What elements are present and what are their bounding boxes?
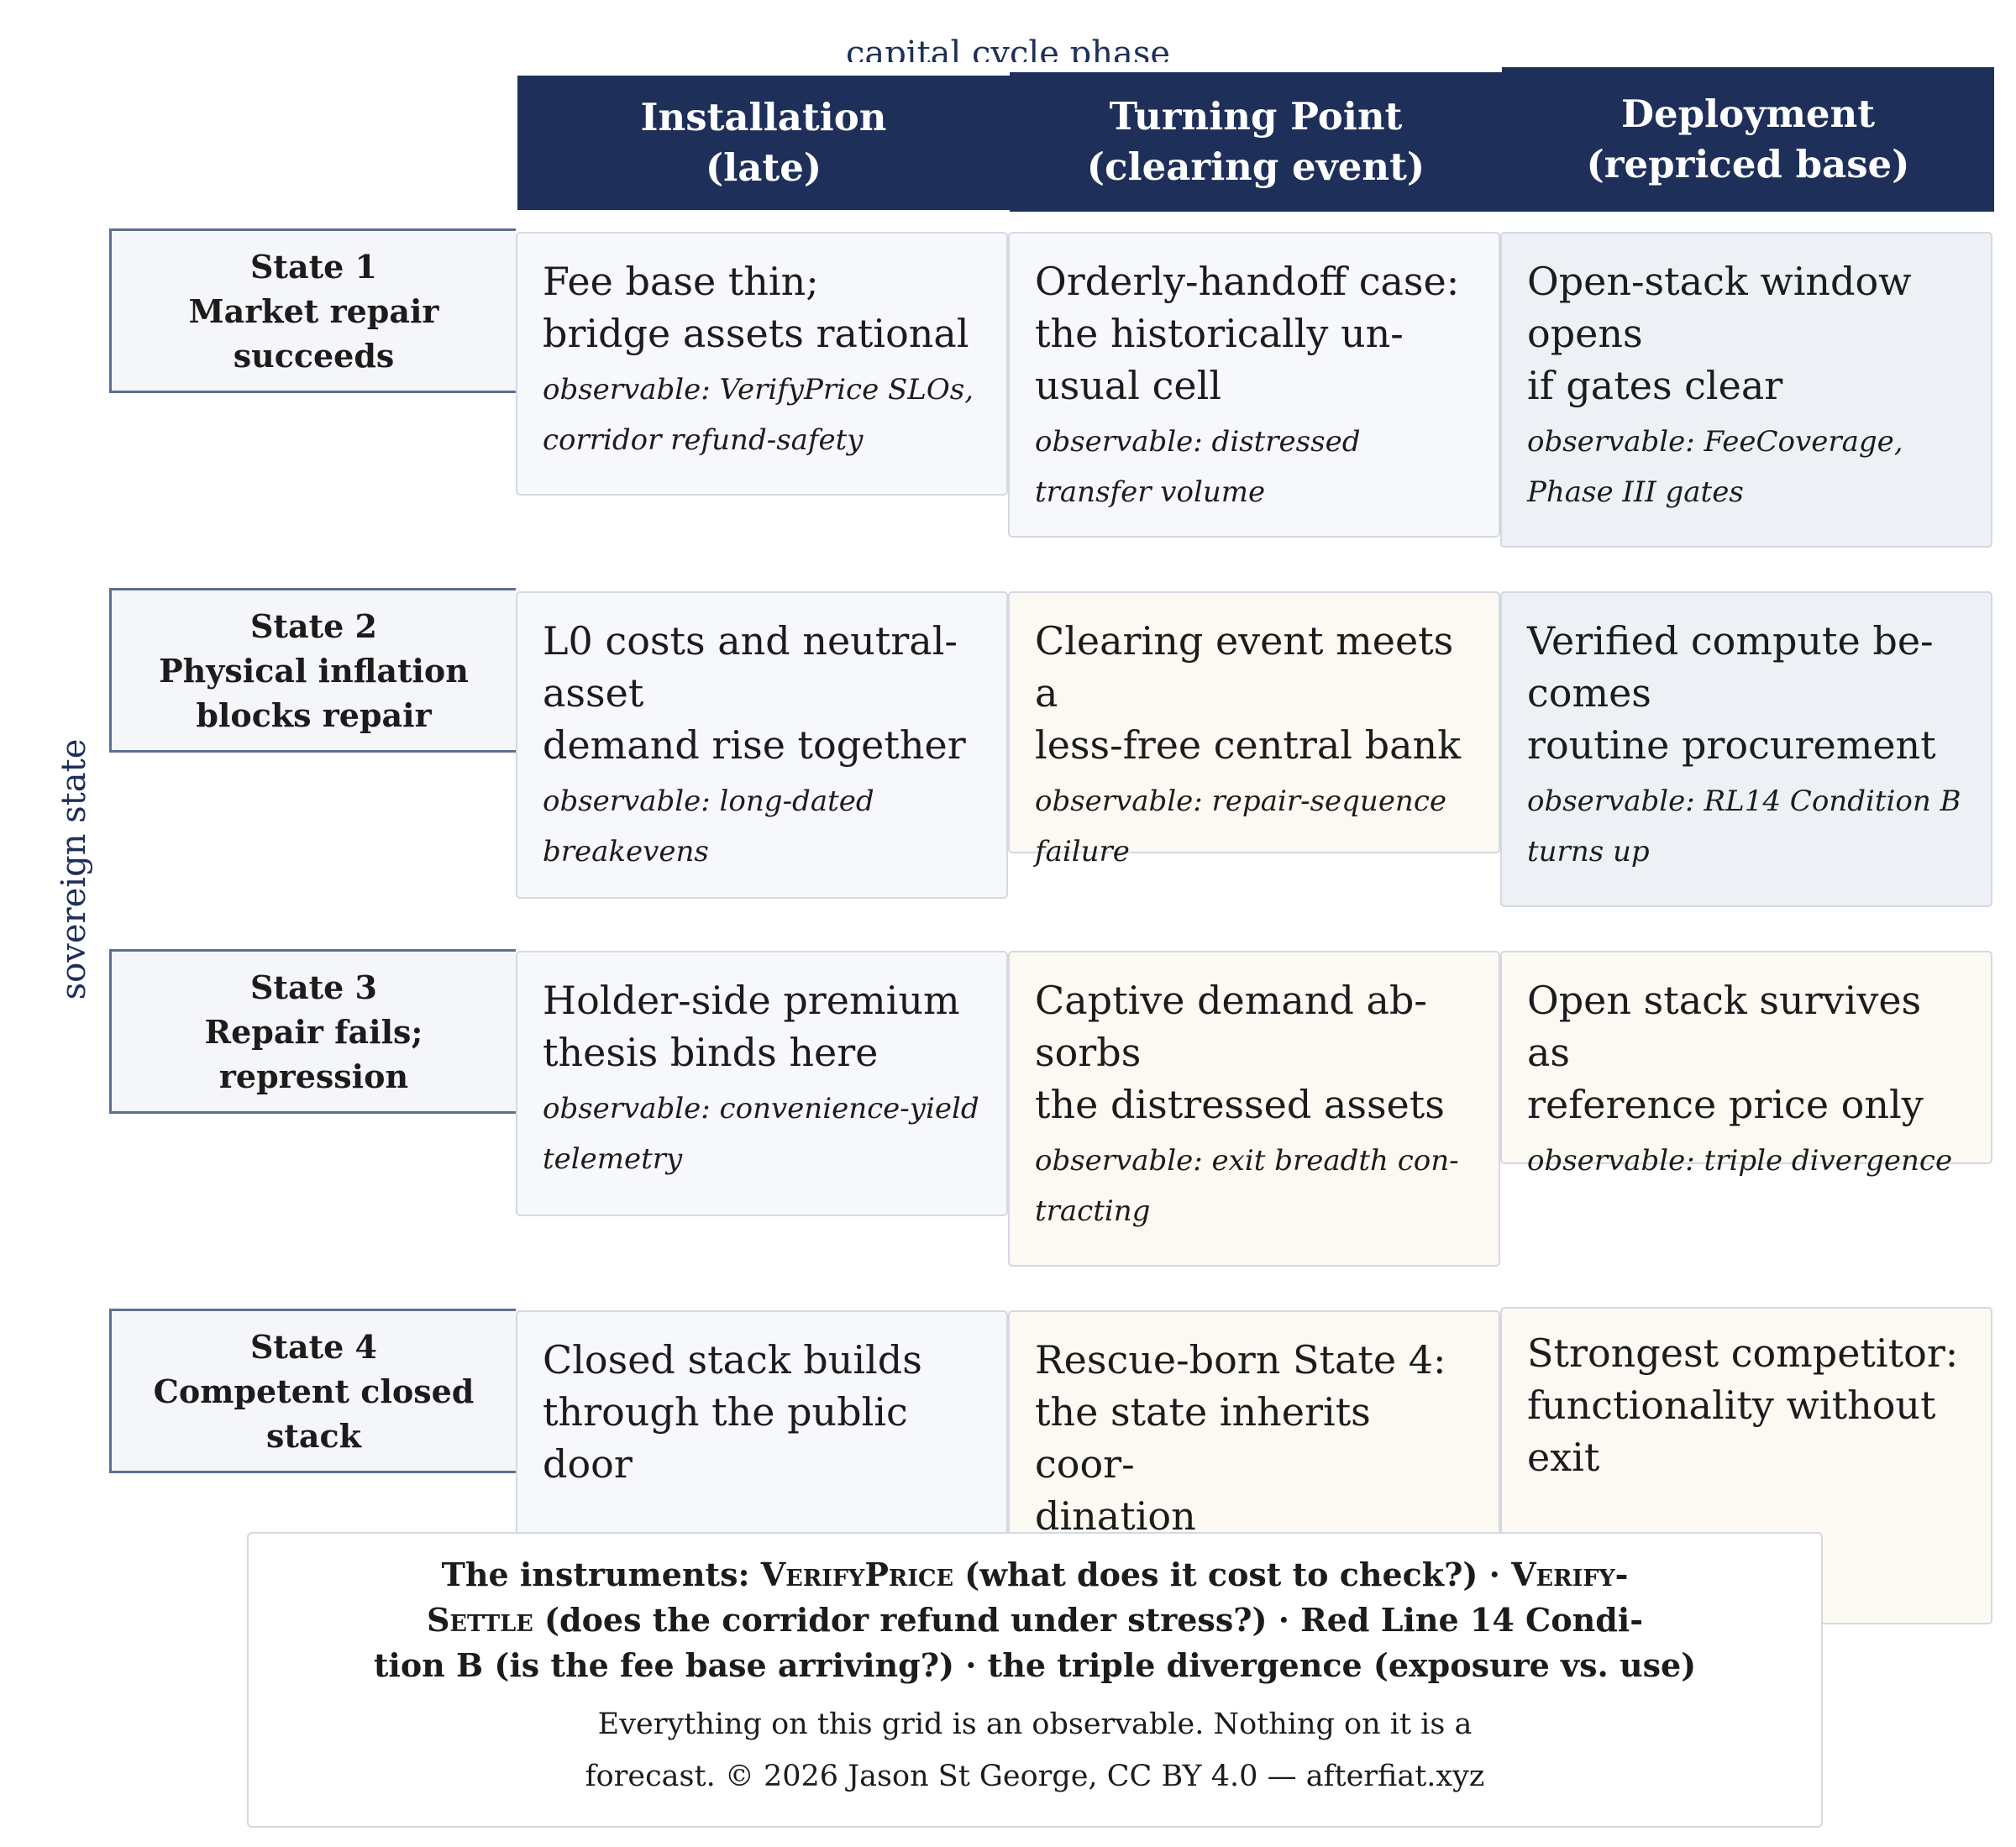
cell-title: Holder-side premium thesis binds here — [543, 978, 960, 1075]
cell-state2-turning-point: Clearing event meets a less-free central… — [1008, 591, 1500, 868]
cell-observable: observable: FeeCoverage, Phase III gates — [1527, 425, 1903, 509]
row-header-line1: State 2 — [249, 606, 378, 645]
cell-state3-turning-point: Captive demand ab- sorbs the distressed … — [1008, 951, 1500, 1267]
column-header-line2: (repriced base) — [1586, 142, 1910, 186]
cell-title: L0 costs and neutral- asset demand rise … — [543, 618, 966, 768]
instruments-legend: The instruments: VerifyPrice (what does … — [247, 1532, 1823, 1828]
cell-state2-deployment: Verified compute be- comes routine procu… — [1500, 591, 1992, 907]
column-header-line2: (late) — [705, 145, 822, 190]
row-header-line2: Market repair — [188, 291, 439, 330]
instruments-line-3: tion B (is the fee base arriving?) · the… — [373, 1646, 1697, 1684]
column-axis-title: capital cycle phase — [845, 34, 1171, 62]
cell-observable: observable: triple divergence — [1527, 1144, 1953, 1178]
cell-observable: observable: repair-sequence failure — [1035, 784, 1446, 868]
cell-title: Open stack survives as reference price o… — [1527, 978, 1924, 1127]
cell-state1-turning-point: Orderly-handoff case: the historically u… — [1008, 232, 1500, 538]
cell-observable: observable: distressed transfer volume — [1035, 425, 1361, 509]
cell-title: Strongest competitor: functionality with… — [1527, 1330, 1959, 1480]
cell-title: Orderly-handoff case: the historically u… — [1035, 259, 1460, 408]
verifyprice-term: VerifyPrice — [760, 1556, 954, 1593]
cell-observable: observable: long-dated breakevens — [543, 784, 874, 868]
row-header-state-3: State 3 Repair fails; repression — [109, 949, 516, 1114]
grid-note-line-1: Everything on this grid is an observable… — [597, 1708, 1473, 1741]
row-header-line1: State 3 — [249, 968, 378, 1006]
cell-observable: observable: VerifyPrice SLOs, corridor r… — [543, 373, 974, 457]
column-header-installation: Installation (late) — [517, 76, 1010, 210]
row-header-line3: succeeds — [233, 336, 395, 375]
column-header-deployment: Deployment (repriced base) — [1502, 67, 1994, 212]
row-header-line1: State 4 — [249, 1327, 378, 1366]
copyright-line: forecast. © 2026 Jason St George, CC BY … — [585, 1760, 1485, 1793]
cell-title: Verified compute be- comes routine procu… — [1527, 618, 1936, 768]
row-header-state-2: State 2 Physical inflation blocks repair — [109, 588, 516, 753]
row-header-line2: Competent closed — [153, 1372, 475, 1410]
instruments-label: The instruments: — [441, 1556, 761, 1593]
cell-state1-installation: Fee base thin; bridge assets rational ob… — [516, 232, 1008, 496]
row-header-line1: State 1 — [249, 247, 378, 286]
grid-note: Everything on this grid is an observable… — [249, 1698, 1821, 1802]
cell-observable: observable: convenience-yield telemetry — [543, 1092, 979, 1176]
cell-state3-installation: Holder-side premium thesis binds here ob… — [516, 951, 1008, 1216]
row-header-state-1: State 1 Market repair succeeds — [109, 228, 516, 393]
column-header-line1: Turning Point — [1109, 94, 1403, 139]
cell-state2-installation: L0 costs and neutral- asset demand rise … — [516, 591, 1008, 899]
cell-title: Fee base thin; bridge assets rational — [543, 259, 969, 356]
row-header-line3: repression — [218, 1057, 409, 1095]
cell-observable: observable: exit breadth con-tracting — [1035, 1144, 1459, 1228]
column-header-turning-point: Turning Point (clearing event) — [1010, 72, 1502, 212]
instruments-text: (does the corridor refund under stress?)… — [533, 1601, 1644, 1639]
instruments-text: (what does it cost to check?) · — [953, 1556, 1512, 1593]
instruments-line-2: Settle (does the corridor refund under s… — [249, 1598, 1821, 1643]
column-header-line1: Deployment — [1620, 92, 1876, 136]
cell-state4-installation: Closed stack builds through the public d… — [516, 1310, 1008, 1554]
verifysettle-term: Settle — [426, 1601, 533, 1639]
row-header-line3: blocks repair — [196, 695, 432, 734]
row-header-state-4: State 4 Competent closed stack — [109, 1309, 516, 1473]
cell-title: Clearing event meets a less-free central… — [1035, 618, 1461, 768]
cell-state4-turning-point: Rescue-born State 4: the state inherits … — [1008, 1310, 1500, 1554]
cell-observable: observable: RL14 Condition B turns up — [1527, 784, 1961, 868]
cell-title: Closed stack builds through the public d… — [543, 1337, 922, 1487]
cell-title: Open-stack window opens if gates clear — [1527, 259, 1912, 408]
cell-state1-deployment: Open-stack window opens if gates clear o… — [1500, 232, 1992, 548]
cell-title: Rescue-born State 4: the state inherits … — [1035, 1337, 1446, 1539]
row-header-line2: Physical inflation — [159, 651, 469, 690]
column-header-line2: (clearing event) — [1086, 144, 1425, 189]
instruments-line-1: The instruments: VerifyPrice (what does … — [249, 1552, 1821, 1598]
row-axis-title: sovereign state — [55, 738, 93, 1000]
cell-title: Captive demand ab- sorbs the distressed … — [1035, 978, 1445, 1127]
verifysettle-term: Verify- — [1511, 1556, 1629, 1593]
cell-state3-deployment: Open stack survives as reference price o… — [1500, 951, 1992, 1178]
row-header-line2: Repair fails; — [204, 1012, 423, 1051]
column-header-line1: Installation — [640, 95, 887, 139]
row-header-line3: stack — [265, 1416, 362, 1455]
